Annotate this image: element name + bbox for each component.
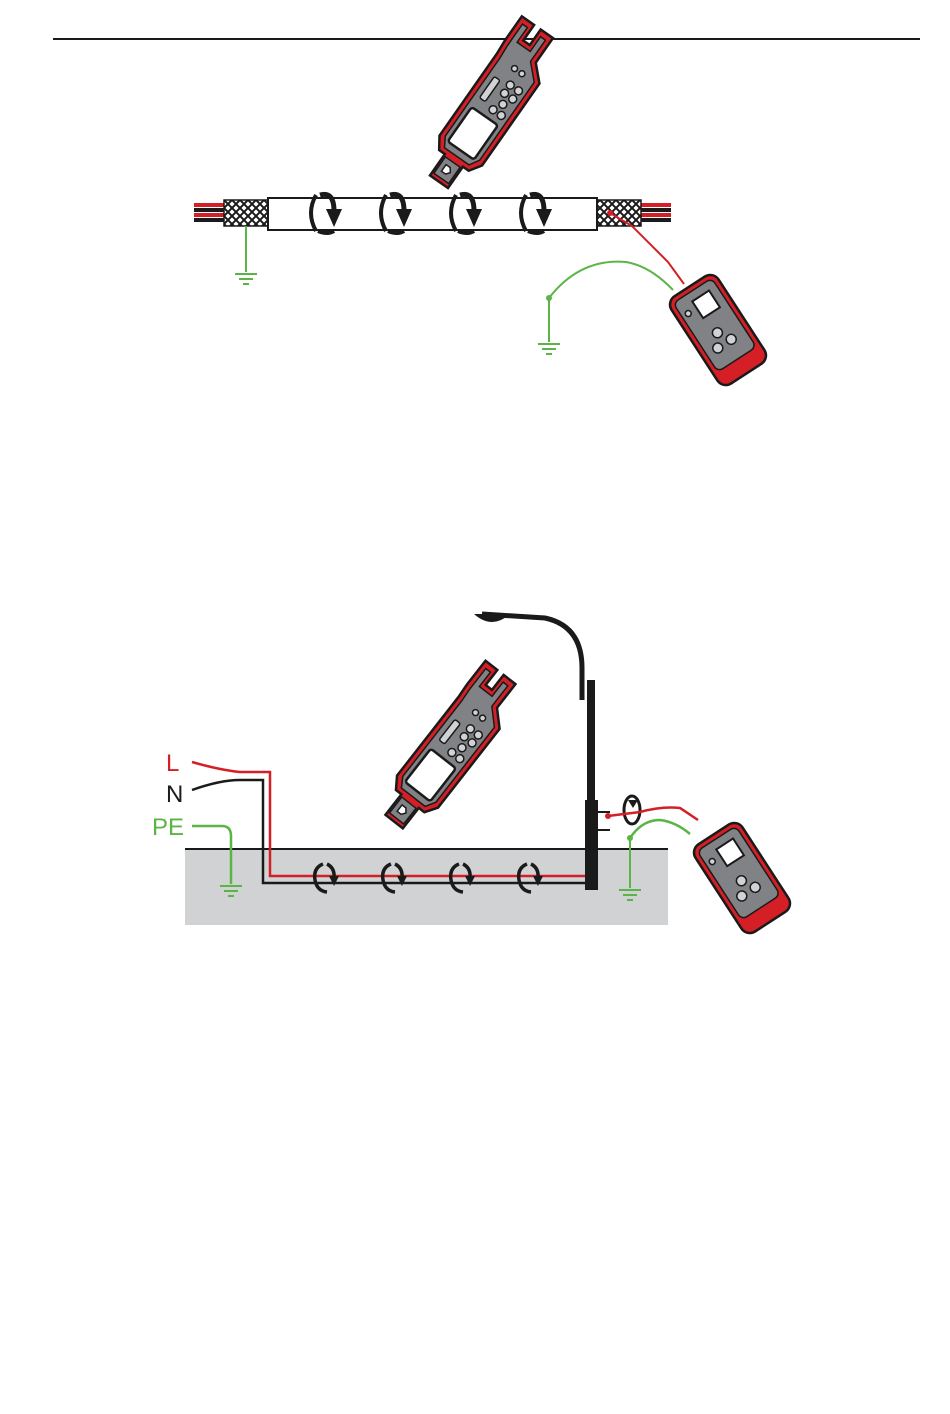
cable-shield-left [224,200,268,226]
diagram-shielded-cable [194,16,770,389]
ground-symbol-icon [538,344,560,354]
red-clip-dot [607,210,613,216]
transmitter-green-lead [630,820,690,838]
cable-right-conductors [641,203,671,222]
diagram-street-lamp: L N PE [152,614,794,937]
transmitter-green-lead [549,262,673,298]
label-N: N [166,781,183,808]
label-PE: PE [152,814,184,841]
cable-left-conductors [194,203,224,222]
red-clip-dot [605,813,611,819]
transmitter-icon [666,271,770,389]
clamp-receiver-icon [417,16,565,196]
transmitter-red-lead [608,808,698,821]
pole-clamp-arrow [628,800,638,808]
cable-shield-right [597,200,641,226]
ground-symbol-icon [235,274,257,284]
clamp-receiver-icon [373,661,527,838]
label-L: L [166,750,179,777]
transmitter-icon [690,819,794,937]
